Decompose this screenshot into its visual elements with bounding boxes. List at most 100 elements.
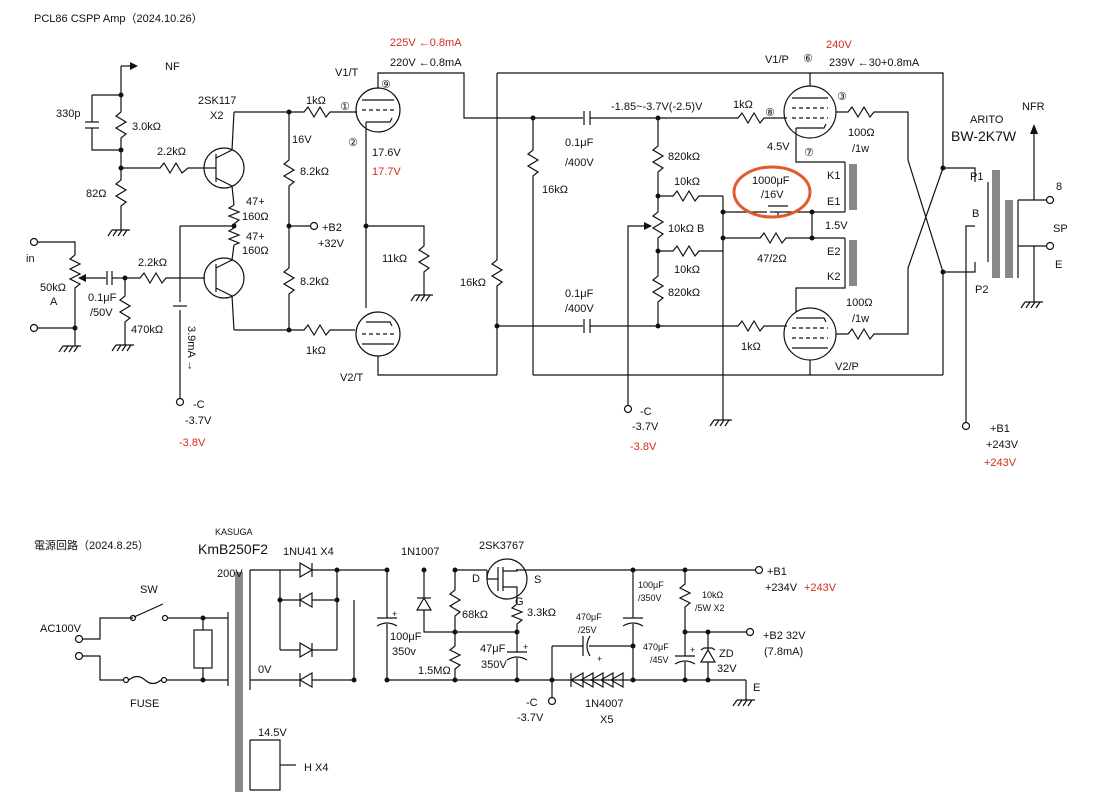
transformer-model: BW-2K7W	[951, 128, 1017, 144]
label-e1: E1	[827, 196, 840, 208]
v2t-label: V2/T	[340, 372, 364, 384]
mosfet-label: 2SK3767	[479, 540, 524, 552]
res-10k-5w: 10kΩ	[702, 590, 724, 600]
v-15: 1.5V	[825, 220, 848, 232]
res-100-a-v: /1w	[852, 143, 869, 155]
v239: 239V ←30+0.8mA	[829, 57, 920, 69]
ptrans-model: KmB250F2	[198, 541, 268, 557]
cap-01u-v: /50V	[90, 307, 113, 319]
res-47a: 47+	[246, 196, 265, 208]
pin-2: ②	[348, 137, 358, 149]
cap-100u-b: 100μF	[638, 580, 664, 590]
mosfet-filter: 2SK3767 D S G 3.3kΩ + 47μF 350V	[387, 540, 755, 683]
label-nf: NF	[165, 61, 180, 73]
v225-red: 225V ←0.8mA	[390, 37, 462, 49]
v220: 220V ←0.8mA	[390, 57, 462, 69]
d-1n1007: 1N1007	[401, 546, 440, 558]
res-470k: 470kΩ	[131, 324, 163, 336]
pin-9: ⑨	[381, 79, 391, 91]
label-in: in	[26, 253, 35, 265]
cap-470u-b-v: /45V	[650, 655, 669, 665]
svg-text:+: +	[523, 642, 528, 652]
power-transformer: 200V 0V 14.5V H X4	[217, 568, 328, 792]
label-p1: P1	[970, 171, 983, 183]
cap-100u-b-v: /350V	[638, 593, 662, 603]
negc-mid-red: -3.8V	[630, 441, 657, 453]
sw-label: SW	[140, 584, 158, 596]
res-8k2-bot: 8.2kΩ	[300, 276, 329, 288]
nf-network: NF 330p 3.0kΩ 82Ω 2.2kΩ	[56, 61, 205, 237]
zd-voltage: 32V	[717, 663, 737, 675]
b1-out-voltage: +234V	[765, 582, 798, 594]
cap-100u-v: 350v	[392, 646, 416, 658]
res-10k-5w-v: /5W X2	[695, 603, 725, 613]
negc-left: -C	[193, 399, 205, 411]
cap-01u: 0.1μF	[88, 292, 117, 304]
cap-470u-b: 470μF	[643, 642, 669, 652]
pin-7: ⑦	[804, 147, 814, 159]
pentode-v1: ⑥ V1/P 240V 239V ←30+0.8mA ③ 100Ω /1w 4.…	[497, 39, 944, 273]
res-160b: 160Ω	[242, 245, 269, 257]
jfet-pair: 2SK117 X2 47+ 160Ω 47+ 160Ω	[180, 95, 289, 331]
svg-text:+: +	[597, 654, 602, 664]
svg-text:+: +	[690, 645, 695, 655]
res-16k-b: 16kΩ	[460, 277, 486, 289]
b1-red: +243V	[984, 457, 1017, 469]
cathode-network: 1000μF /16V 47/2Ω 1.5V K1 E1 E2 K2	[723, 162, 857, 312]
amp-section: PCL86 CSPP Amp（2024.10.26） NF 330p 3.0kΩ…	[26, 12, 1068, 469]
pentode-grids: 1kΩ ⑧ 1kΩ	[733, 99, 787, 353]
res-68k: 68kΩ	[462, 609, 488, 621]
v-176: 17.6V	[372, 147, 401, 159]
res-10k-top: 10kΩ	[674, 176, 700, 188]
cap-1000u: 1000μF	[752, 175, 790, 187]
v240-red: 240V	[826, 39, 852, 51]
cap-330p: 330p	[56, 108, 80, 120]
pot-a: A	[50, 296, 58, 308]
pin-d: D	[472, 573, 480, 585]
v-14-5: 14.5V	[258, 727, 287, 739]
res-10k-b: 10kΩ B	[668, 223, 704, 235]
fuse-label: FUSE	[130, 698, 159, 710]
b1-label: +B1	[990, 423, 1010, 435]
pentode-v2: V2/P 100Ω /1w	[783, 167, 944, 375]
label-sp: SP	[1053, 223, 1068, 235]
neg-c-voltage: -3.7V	[517, 712, 544, 724]
negc-left-red: -3.8V	[179, 437, 206, 449]
b1-voltage: +243V	[986, 439, 1019, 451]
pot-50k: 50kΩ	[40, 282, 66, 294]
v1p-label: V1/P	[765, 54, 789, 66]
pin-g: G	[515, 596, 524, 608]
label-k1: K1	[827, 170, 840, 182]
cap-01u-top-v: /400V	[565, 157, 594, 169]
v-16: 16V	[292, 134, 312, 146]
ac-label: AC100V	[40, 623, 82, 635]
diodes-label: 1NU41 X4	[283, 546, 334, 558]
res-47b: 47+	[246, 231, 265, 243]
psu-section: 電源回路（2024.8.25） KASUGA KmB250F2 SW AC100…	[34, 527, 837, 792]
amp-title: PCL86 CSPP Amp（2024.10.26）	[34, 12, 203, 25]
pin-3: ③	[837, 91, 847, 103]
cap-01u-top: 0.1μF	[565, 137, 594, 149]
pin-s: S	[534, 574, 541, 586]
res-100-b: 100Ω	[846, 297, 873, 309]
kasuga-label: KASUGA	[215, 527, 253, 537]
cap-47u-v: 350V	[481, 659, 507, 671]
d-1n4007-count: X5	[600, 714, 613, 726]
v-177-red: 17.7V	[372, 166, 401, 178]
label-e2: E2	[827, 246, 840, 258]
cap-100u: 100μF	[390, 631, 422, 643]
psu-title: 電源回路（2024.8.25）	[34, 538, 149, 552]
res-3k3: 3.3kΩ	[527, 607, 556, 619]
b1-out-red: +243V	[804, 582, 837, 594]
jfet-count: X2	[210, 110, 223, 122]
res-1k-g2: 1kΩ	[741, 341, 761, 353]
negc-left-v: -3.7V	[185, 415, 212, 427]
ac-input: SW AC100V FUSE	[40, 584, 229, 710]
v-0: 0V	[258, 664, 272, 676]
v2p-label: V2/P	[835, 361, 859, 373]
sp-8: 8	[1056, 181, 1062, 193]
negc-mid-v: -3.7V	[632, 421, 659, 433]
jfet-label: 2SK117	[198, 95, 236, 107]
res-3k: 3.0kΩ	[132, 121, 161, 133]
